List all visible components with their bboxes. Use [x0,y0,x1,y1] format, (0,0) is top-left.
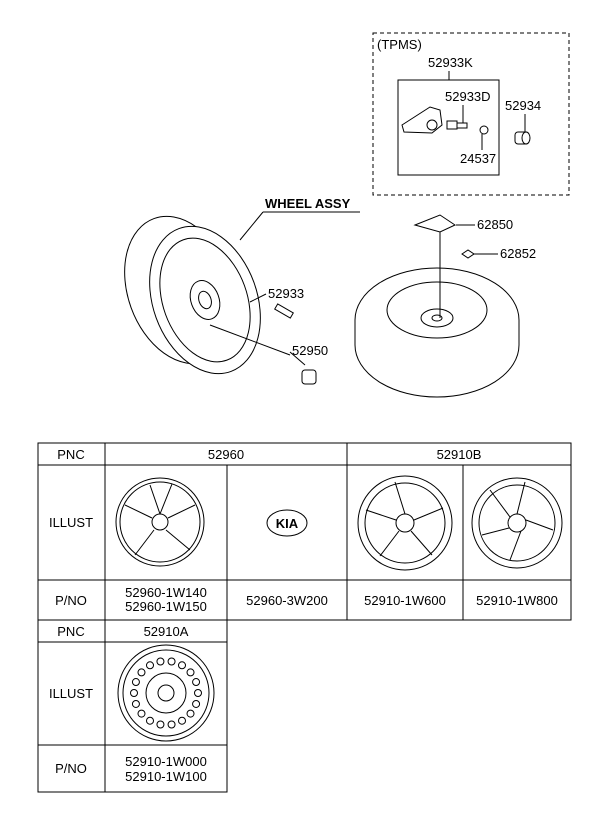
wheel-hole [131,699,140,708]
wheel-hole [137,709,146,718]
wheel-hole [130,689,138,697]
pnc-52960: 52960 [208,447,244,462]
steel-wheel-drawing: WHEEL ASSY 52933 52950 [124,196,360,385]
row-label-illust: ILLUST [49,686,93,701]
wheel-hole [156,657,165,666]
part-number[interactable]: 52910-1W800 [476,593,558,608]
callout-52933[interactable]: 52933 [268,286,304,301]
parts-table-2: PNC ILLUST P/NO 52910A 52910-1W000 52910… [37,619,228,793]
tpms-dashed-box [372,32,570,196]
wheel-hole [192,678,201,687]
alloy-wheel-icon [357,475,453,571]
tpms-cap-icon [514,131,531,145]
wheel-hole [167,657,176,666]
tpms-nut-icon [479,125,489,135]
tpms-label: (TPMS) [377,37,422,52]
callout-62850[interactable]: 62850 [477,217,513,232]
callout-52933d[interactable]: 52933D [445,89,491,104]
part-number[interactable]: 52960-1W140 [125,585,207,600]
steel-wheel-icon [117,644,215,742]
callout-wheel-assy[interactable]: WHEEL ASSY [265,196,351,211]
row-label-illust: ILLUST [49,515,93,530]
part-number[interactable]: 52960-3W200 [246,593,328,608]
spare-tire-drawing: 62850 62852 [354,214,536,398]
row-label-pnc: PNC [57,447,84,462]
lug-nut-icon [301,369,317,385]
wheel-hole [178,716,186,725]
wheel-hole [146,661,154,670]
callout-24537[interactable]: 24537 [460,151,496,166]
pnc-52910a: 52910A [144,624,189,639]
wheel-hole [194,689,202,697]
kia-emblem-icon: KIA [266,509,308,537]
row-label-pnc: PNC [57,624,84,639]
part-number[interactable]: 52910-1W600 [364,593,446,608]
spare-bolt-icon [461,249,475,259]
wheel-hole [146,716,154,725]
part-number[interactable]: 52910-1W100 [125,769,207,784]
wheel-hole [186,709,195,718]
tpms-kit-box [397,79,500,176]
part-number[interactable]: 52910-1W000 [125,754,207,769]
wheel-hole [192,699,201,708]
valve-stem-icon [274,303,294,319]
row-label-pno: P/NO [55,761,87,776]
wheel-hole [167,720,176,729]
wheel-hole [178,661,186,670]
tpms-sensor-icon [401,106,468,134]
pnc-52910b: 52910B [437,447,482,462]
callout-52933k[interactable]: 52933K [428,55,473,70]
wheel-hole [186,668,195,677]
wheel-hole [137,668,146,677]
tpms-group: (TPMS) 52933K 52933D 24537 52934 [372,32,570,196]
wheel-hole [156,720,165,729]
parts-table-1: PNC ILLUST P/NO 52960 52910B 52960-1W140… [37,442,572,621]
part-number[interactable]: 52960-1W150 [125,599,207,614]
emblem-text: KIA [276,516,299,531]
spare-carrier-icon [413,214,457,233]
wheel-cover-icon [115,477,205,567]
alloy-wheel-icon [471,477,563,569]
wheel-hole [131,678,140,687]
callout-52950[interactable]: 52950 [292,343,328,358]
callout-62852[interactable]: 62852 [500,246,536,261]
row-label-pno: P/NO [55,593,87,608]
callout-52934[interactable]: 52934 [505,98,541,113]
